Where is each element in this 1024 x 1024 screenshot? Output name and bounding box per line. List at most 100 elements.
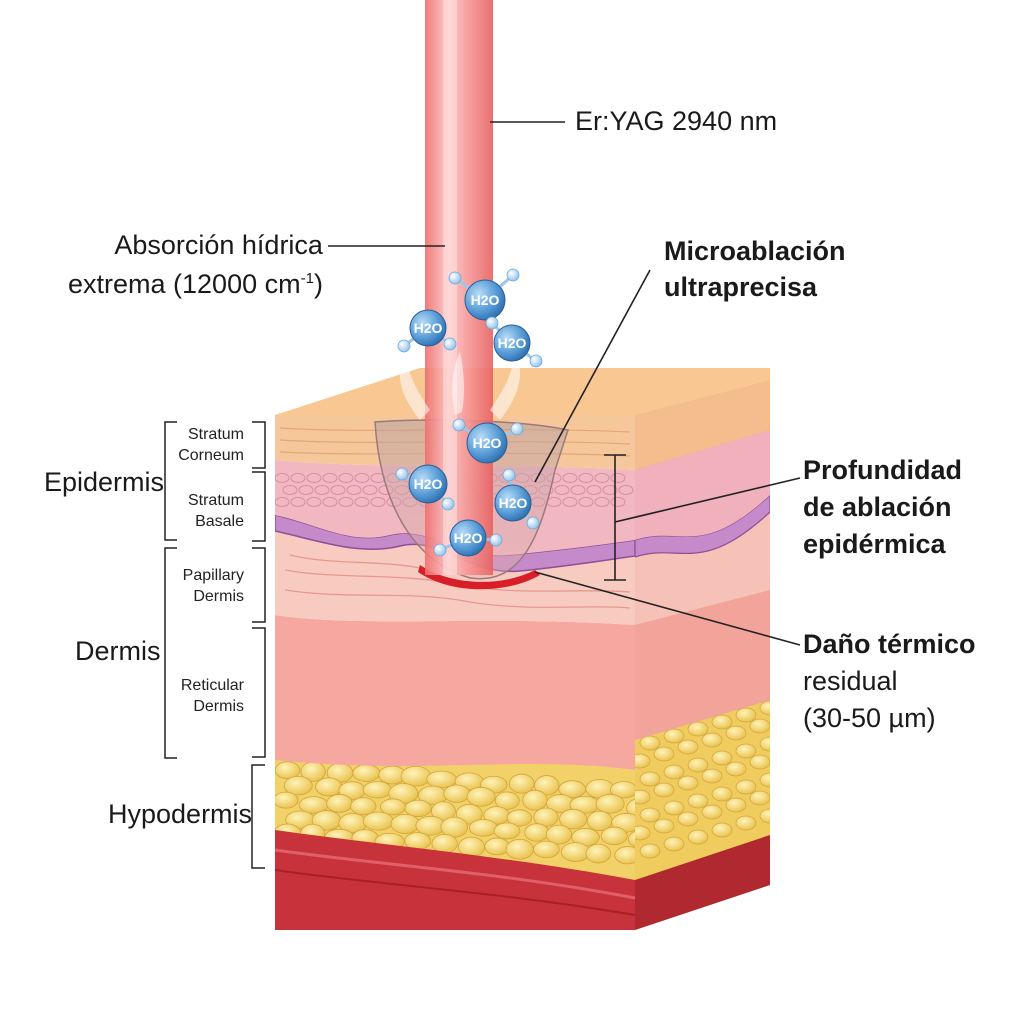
fat-cell (443, 784, 471, 803)
fat-cell (725, 725, 747, 741)
hydrogen-atom (529, 354, 543, 368)
fat-cell (390, 814, 420, 834)
fat-cell (759, 736, 770, 752)
fat-cell (759, 808, 770, 824)
fat-cell (275, 761, 301, 780)
epidermal-cell (306, 473, 322, 483)
fat-cell (614, 846, 635, 865)
fat-cell (687, 793, 709, 809)
fat-cell (505, 838, 534, 860)
epidermal-cell (322, 497, 338, 507)
fat-cell (677, 811, 699, 827)
fat-cell (600, 826, 628, 846)
epidermal-cell (610, 497, 626, 507)
thermal-damage-label: Daño térmico residual (30-50 µm) (803, 629, 976, 733)
fat-cell (431, 833, 458, 854)
fat-cell (534, 775, 560, 796)
epidermal-cell (354, 473, 370, 483)
hydrogen-atom (452, 418, 466, 432)
fat-cell (585, 843, 612, 864)
fat-cell (711, 822, 733, 838)
fat-cell (653, 818, 675, 834)
epidermal-cell (275, 473, 290, 483)
hydrogen-atom (510, 422, 524, 436)
fat-cell (677, 775, 699, 791)
water-molecule: H2O (485, 316, 543, 368)
fat-cell (749, 790, 770, 806)
side-face (635, 380, 770, 930)
fat-cell (759, 700, 770, 716)
fat-cell (725, 797, 747, 813)
fat-cell (362, 781, 392, 799)
fat-cell (595, 794, 625, 814)
water-molecule: H2O (494, 468, 540, 530)
epidermal-cell (578, 497, 594, 507)
hydrogen-atom (395, 467, 409, 481)
fat-cell (701, 768, 723, 784)
fat-cell (677, 739, 699, 755)
stratum-corneum-label: Stratum Corneum (178, 426, 244, 464)
fat-cell (663, 836, 685, 852)
fat-cell (362, 811, 394, 831)
fat-cell (663, 728, 685, 744)
papillary-dermis-label: Papillary Dermis (182, 567, 244, 605)
molecule-label: H2O (473, 435, 502, 451)
oxygen-atom (466, 422, 508, 464)
fat-cell (635, 753, 651, 769)
fat-cell (466, 786, 496, 807)
absorption-line2: extrema (12000 cm-1) (68, 269, 323, 299)
fat-cell (711, 786, 733, 802)
hydrogen-atom (448, 271, 462, 285)
epidermal-cell (306, 497, 322, 507)
epidermal-cell (594, 497, 610, 507)
fat-cell (352, 764, 381, 782)
fat-cell (653, 782, 675, 798)
fat-cell (524, 823, 550, 842)
epidermal-cell (570, 485, 586, 495)
papillary-dermis-layer (275, 530, 635, 625)
fat-cell (639, 771, 661, 787)
hydrogen-atom (397, 339, 411, 353)
epidermal-cell (370, 497, 386, 507)
fat-cell (493, 822, 521, 840)
stratum-basale-label: Stratum Basale (187, 492, 244, 530)
fat-cell (687, 757, 709, 773)
epidermal-cell (298, 485, 314, 495)
epidermal-cell (290, 497, 306, 507)
hydrogen-atom (506, 268, 520, 282)
epidermal-cell (578, 473, 594, 483)
fat-cell (711, 750, 733, 766)
molecule-label: H2O (454, 530, 483, 546)
fat-cell (759, 772, 770, 788)
muscle-fiber (275, 848, 635, 900)
fat-cell (627, 831, 635, 847)
water-molecule: H2O (395, 464, 455, 511)
microablation-label: Microablación ultraprecisa (664, 236, 846, 302)
fat-cell (400, 765, 432, 787)
muscle-fiber (275, 869, 635, 916)
fat-cell (735, 779, 757, 795)
depth-bracket (604, 454, 626, 581)
fat-cell (749, 718, 770, 734)
fat-cell (635, 825, 651, 841)
epidermal-cell (330, 485, 346, 495)
epidermal-cell (322, 473, 338, 483)
epidermal-cell (618, 485, 634, 495)
fat-cell (560, 842, 591, 862)
fat-cell (653, 746, 675, 762)
hydrogen-atom (485, 316, 499, 330)
epidermal-cell (610, 473, 626, 483)
oxygen-atom (464, 279, 506, 321)
epidermal-cell (562, 497, 578, 507)
hydrogen-atom (443, 337, 457, 351)
water-molecule: H2O (397, 309, 457, 353)
fat-cell (522, 789, 548, 811)
fat-cell (639, 843, 661, 859)
fat-cell (749, 754, 770, 770)
fat-cell (275, 791, 299, 809)
epidermal-cell (586, 485, 602, 495)
epidermal-cell (346, 485, 362, 495)
vapor-plume (400, 352, 520, 420)
fat-cell (326, 794, 353, 813)
